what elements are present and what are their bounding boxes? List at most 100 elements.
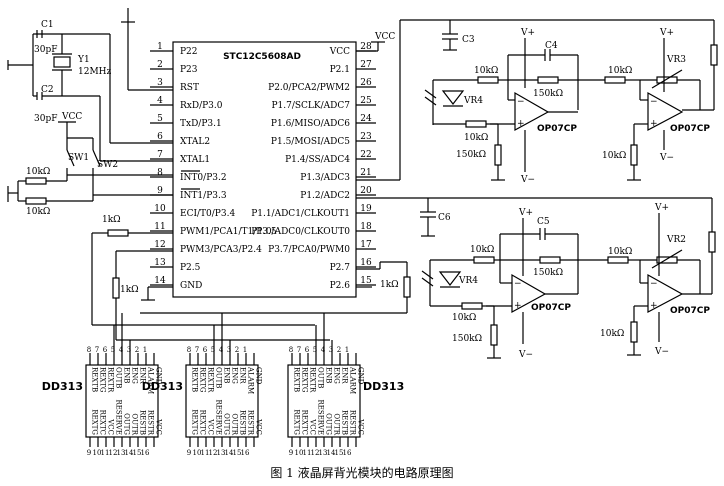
r10k-b: [25, 197, 47, 205]
mcu-pin-number: 8: [157, 168, 163, 178]
dd313-bottom-pin-number: 12: [209, 449, 218, 457]
dd313-top-pin-number: 4: [219, 346, 224, 354]
mcu-pin-label: RST: [180, 83, 199, 93]
opamp1-plus: +: [517, 119, 525, 129]
r10k-j-label: 10kΩ: [600, 329, 624, 339]
dd313-top-pin-number: 1: [243, 346, 247, 354]
c3-label: C3: [462, 35, 475, 45]
r150k-d: [490, 324, 498, 346]
dd313-bottom-pin-number: 16: [241, 449, 250, 457]
dd313-name: DD313: [363, 380, 404, 393]
mcu-pin-label: INT0/P3.2: [180, 173, 227, 183]
dd313-bottom-pin-label: VCC: [107, 418, 115, 435]
r10k-i: [607, 256, 629, 264]
dd313-bottom-pin-number: 16: [141, 449, 150, 457]
dd313-top-pin-label: REXTR: [207, 367, 215, 393]
dd313-bottom-pin-label: VCC: [357, 418, 365, 435]
r10k-b-label: 10kΩ: [26, 207, 50, 217]
vr4-a-label: VR4: [463, 96, 483, 106]
mcu-pin-label: INT1/P3.3: [180, 191, 227, 201]
r10k-g-label: 10kΩ: [470, 245, 494, 255]
dd313-bottom-pin-label: OUTG: [123, 413, 131, 435]
mcu-pin-label: P2.7: [330, 263, 351, 273]
mcu-pin-label: XTAL2: [180, 137, 210, 147]
mcu-pin-label: PWM3/PCA3/P2.4: [180, 245, 262, 255]
mcu-pin-number: 19: [360, 204, 372, 214]
c6-label: C6: [438, 213, 451, 223]
dd313-bottom-pin-label: VCC: [255, 418, 263, 435]
dd313-top-pin-label: REXTB: [91, 367, 99, 392]
mcu-pin-number: 24: [360, 114, 372, 124]
dd313-top-pin-label: ALARM: [247, 366, 255, 394]
mcu-pin-label: P1.0/ADC0/CLKOUT0: [251, 227, 350, 237]
dd313-top-pin-label: ALARM: [349, 366, 357, 394]
dd313-top-pin-number: 8: [187, 346, 191, 354]
dd313-top-pin-label: ENR: [341, 367, 349, 384]
dd313-bottom-pin-label: RESTB: [239, 410, 247, 435]
dd313-bottom-pin-label: RESTB: [341, 410, 349, 435]
dd313-bottom-pin-number: 15: [335, 449, 344, 457]
vplus-d: V+: [654, 203, 669, 213]
mcu-right-pins: 28VCC27P2.126P2.0/PCA2/PWM225P1.7/SCLK/A…: [251, 42, 376, 291]
dd313-top-pin-label: ENG: [131, 367, 139, 384]
vplus-c: V+: [518, 208, 533, 218]
mcu-pin-label: P23: [180, 65, 198, 75]
dd313-bottom-pin-number: 13: [117, 449, 126, 457]
r10k-f-label: 10kΩ: [602, 151, 626, 161]
mcu-pin-label: P2.5: [180, 263, 201, 273]
dd313-bottom-pin-number: 11: [303, 449, 312, 457]
mcu-pin-label: P1.2/ADC2: [300, 191, 350, 201]
vcc-switch-label: VCC: [61, 112, 82, 122]
dd313-top-pin-label: OUTB: [115, 367, 123, 388]
r1k-b: [112, 277, 120, 299]
dd313-bottom-pin-label: OUTR: [333, 413, 341, 435]
dd313-bottom-pin-number: 14: [327, 449, 336, 457]
mcu-pin-label: P22: [180, 47, 198, 57]
c1-label: C1: [41, 20, 54, 30]
dd313-bottom-pin-number: 9: [87, 449, 91, 457]
mcu-pin-number: 17: [360, 240, 372, 250]
mcu-pin-label: P1.5/MOSI/ADC5: [271, 137, 350, 147]
r-out-a: [710, 44, 718, 66]
vr2: [656, 256, 678, 264]
dd313-top-pin-label: ALARM: [147, 366, 155, 394]
opamp4: [647, 273, 684, 313]
mcu-pin-number: 1: [157, 42, 163, 52]
mcu-pin-label: XTAL1: [180, 155, 210, 165]
sw2-label: SW2: [97, 160, 118, 170]
mcu-pin-number: 11: [154, 222, 165, 232]
mcu-body: [172, 41, 357, 298]
vr4-b-label: VR4: [458, 276, 478, 286]
mcu-pin-number: 6: [157, 132, 163, 142]
mcu-pin-number: 2: [157, 60, 163, 70]
dd313-bottom-pin-label: RESERVE: [317, 400, 325, 435]
dd313-top-pin-label: OUTB: [317, 367, 325, 388]
dd313-bottom-pin-number: 11: [201, 449, 210, 457]
r-out-b: [708, 231, 716, 253]
dd313-top-pin-number: 7: [297, 346, 301, 354]
sw2-blade: [92, 149, 101, 167]
mcu-pin-number: 9: [157, 186, 163, 196]
mcu-pin-number: 27: [360, 60, 372, 70]
mcu-pin-number: 28: [360, 42, 372, 52]
opamp2-plus: +: [650, 119, 658, 129]
dd313-bottom-pin-number: 9: [187, 449, 191, 457]
dd313-bottom-pin-number: 9: [289, 449, 293, 457]
opamp2-label: OP07CP: [670, 124, 710, 134]
dd313-bottom-pin-label: VCC: [207, 418, 215, 435]
dd313-bottom-pin-label: RESERVE: [115, 400, 123, 435]
y1-label: Y1: [77, 55, 90, 65]
r10k-a: [25, 177, 47, 185]
dd313-top-pin-number: 5: [111, 346, 115, 354]
r10k-h-label: 10kΩ: [452, 313, 476, 323]
dd313-top-pin-label: REXTR: [309, 367, 317, 393]
vr3-label: VR3: [666, 55, 686, 65]
dd313-top-pin-label: ENB: [123, 367, 131, 383]
mcu-pin-number: 4: [157, 96, 163, 106]
vplus-b: V+: [659, 28, 674, 38]
dd313-top-pin-label: REXTG: [99, 367, 107, 393]
r150k-c-label: 150kΩ: [533, 268, 563, 278]
dd313-top-pin-label: GND: [155, 367, 163, 385]
dd313-top-pin-number: 1: [345, 346, 349, 354]
